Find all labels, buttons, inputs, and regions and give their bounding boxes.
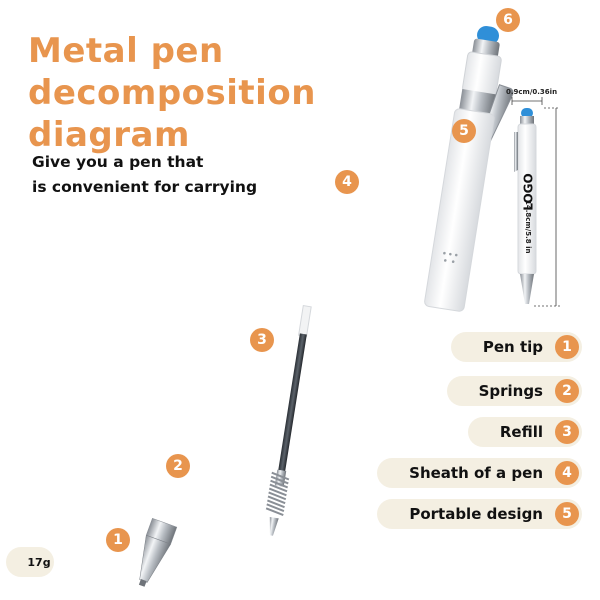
assembled-tip bbox=[520, 274, 534, 304]
refill-point bbox=[269, 516, 279, 536]
callout-6: 6 bbox=[496, 8, 520, 32]
refill-tube bbox=[278, 333, 307, 473]
title-line-2: decomposition bbox=[28, 73, 316, 113]
legend-item-springs: Springs 2 bbox=[446, 376, 582, 406]
legend-number: 5 bbox=[555, 502, 579, 526]
legend-label: Sheath of a pen bbox=[409, 464, 543, 482]
tip-point bbox=[138, 579, 147, 587]
logo-text: LOGO bbox=[521, 173, 536, 211]
legend-label: Portable design bbox=[409, 505, 543, 523]
barrel-dot bbox=[451, 260, 455, 263]
legend-number: 4 bbox=[555, 461, 579, 485]
weight-value: 17g bbox=[27, 555, 51, 569]
legend-label: Springs bbox=[478, 382, 543, 400]
legend-label: Pen tip bbox=[482, 338, 543, 356]
barrel-dot bbox=[443, 259, 447, 262]
subtitle-line-1: Give you a pen that bbox=[32, 153, 204, 171]
chrome-ring bbox=[458, 88, 496, 117]
weight-badge: 17g bbox=[6, 547, 54, 577]
legend-number: 2 bbox=[555, 379, 579, 403]
dimension-lines bbox=[511, 97, 560, 307]
assembled-clip bbox=[514, 132, 518, 172]
callout-2: 2 bbox=[166, 454, 190, 478]
subtitle-line-2: is convenient for carrying bbox=[32, 178, 258, 196]
callout-5: 5 bbox=[452, 119, 476, 143]
barrel-dot bbox=[454, 253, 458, 257]
legend-item-pen-tip: Pen tip 1 bbox=[450, 332, 582, 362]
barrel-dot bbox=[449, 252, 452, 256]
callout-3: 3 bbox=[250, 328, 274, 352]
legend-item-sheath: Sheath of a pen 4 bbox=[377, 458, 582, 488]
callout-1: 1 bbox=[106, 528, 130, 552]
pen-tip-part bbox=[138, 517, 178, 587]
pen-refill bbox=[265, 305, 312, 536]
callout-4: 4 bbox=[335, 170, 359, 194]
assembled-collar bbox=[520, 116, 534, 126]
pen-barrel bbox=[424, 108, 495, 312]
legend-item-refill: Refill 3 bbox=[467, 417, 582, 447]
diagram-subtitle: Give you a pen that is convenient for ca… bbox=[32, 150, 332, 200]
diagram-title: Metal pen decomposition diagram bbox=[28, 30, 348, 156]
legend-number: 1 bbox=[555, 335, 579, 359]
barrel-dot bbox=[443, 251, 446, 255]
width-dimension-label: 0.9cm/0.36in bbox=[506, 88, 558, 96]
pen-body-assembly bbox=[424, 26, 514, 312]
refill-cap bbox=[298, 305, 312, 338]
spring-coil bbox=[265, 471, 290, 516]
title-line-1: Metal pen bbox=[28, 31, 224, 71]
tip-cone bbox=[139, 534, 172, 583]
assembled-pen bbox=[514, 108, 537, 304]
pen-cap-top bbox=[462, 51, 502, 97]
title-line-3: diagram bbox=[28, 115, 190, 155]
assembled-stylus bbox=[521, 108, 533, 118]
legend-number: 3 bbox=[555, 420, 579, 444]
legend-item-portable-design: Portable design 5 bbox=[377, 499, 582, 529]
legend-label: Refill bbox=[499, 423, 543, 441]
